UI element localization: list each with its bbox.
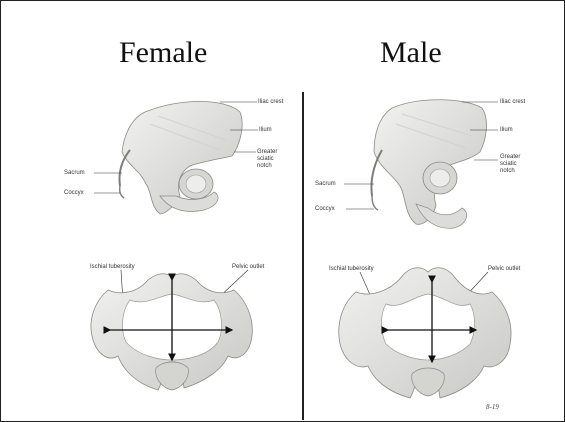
female-greater-sciatic-notch-label-1: Greater [257,149,277,155]
female-greater-sciatic-notch-label-2: sciatic [257,156,274,162]
female-coccyx-label: Coccyx [64,190,84,196]
male-pelvis-outlet [339,268,511,398]
female-ischial-tuberosity-label: Ischial tuberosity [90,264,135,270]
male-coccyx-label: Coccyx [315,206,335,212]
male-sacrum-label: Sacrum [315,181,336,187]
female-sacrum-label: Sacrum [64,170,85,176]
male-ischial-tuberosity-label: Ischial tuberosity [329,266,374,272]
male-hip-bone [371,100,486,229]
female-hip-bone [119,102,242,215]
male-ilium-label: Ilium [500,127,513,133]
female-greater-sciatic-notch-label-3: notch [257,163,272,169]
page-number: 8-19 [486,403,499,411]
female-iliac-crest-label: Iliac crest [258,99,283,105]
female-pelvic-outlet-label: Pelvic outlet [232,264,264,270]
male-iliac-crest-label: Iliac crest [500,99,525,105]
male-greater-sciatic-notch-label-3: notch [500,168,515,174]
female-ilium-label: Ilium [259,127,272,133]
male-greater-sciatic-notch-label-2: sciatic [500,161,517,167]
male-pelvic-outlet-label: Pelvic outlet [488,266,520,272]
male-greater-sciatic-notch-label-1: Greater [500,154,520,160]
